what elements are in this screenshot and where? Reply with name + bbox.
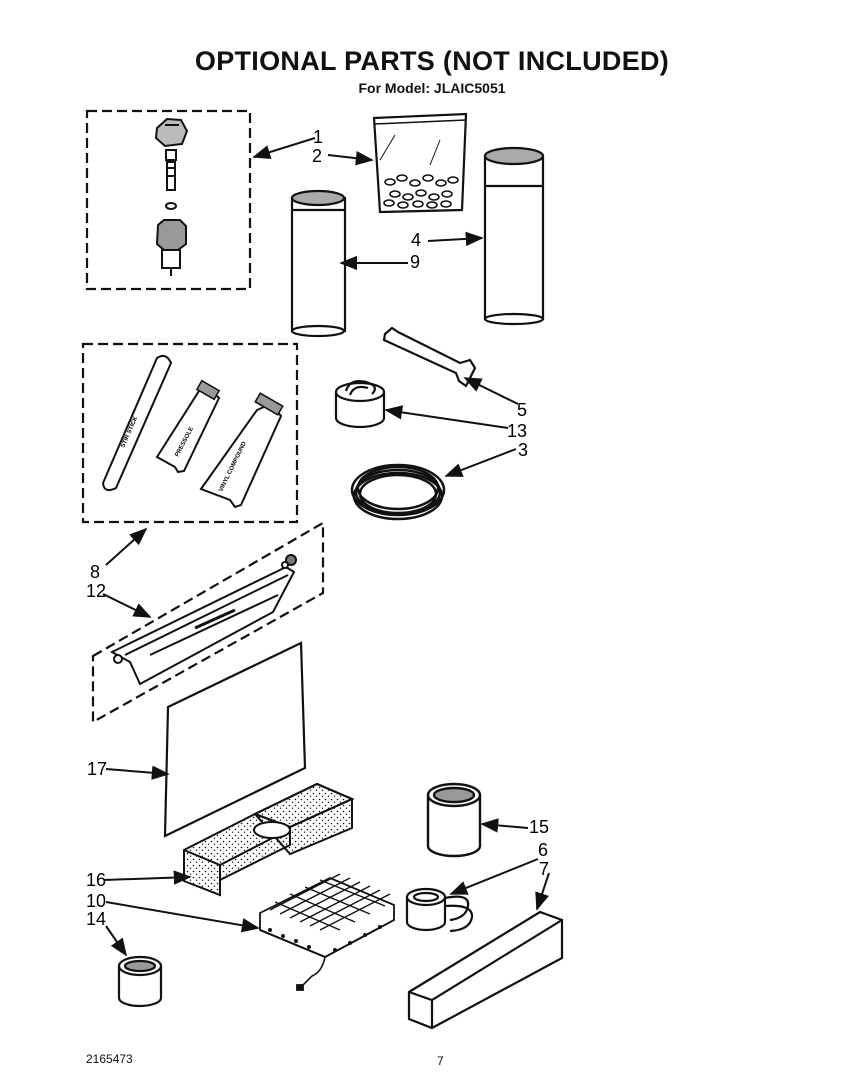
callout-4: 4 [411, 230, 421, 250]
callout-5: 5 [517, 400, 527, 420]
callout-14: 14 [86, 909, 106, 929]
panel-sheet-icon [163, 641, 307, 838]
paint-can-icon [426, 782, 482, 858]
callout-1: 1 [313, 127, 323, 147]
stir-stick-icon: STIR STICK [101, 354, 173, 492]
foam-block-icon [183, 782, 355, 897]
large-tube-icon: VINYL COMPOUND [199, 392, 284, 509]
spray-can-large-icon [483, 146, 545, 326]
callout-3: 3 [518, 440, 528, 460]
caulk-kit-group: STIR STICK PRESSOLE VINYL COMPOUND [81, 342, 299, 524]
foam-bar-icon [407, 910, 564, 1030]
mounting-bracket-icon [109, 554, 297, 686]
heater-grid-icon [259, 873, 395, 991]
page-title: OPTIONAL PARTS (NOT INCLUDED) [194, 46, 670, 76]
small-tube-icon: PRESSOLE [155, 379, 221, 474]
callout-17: 17 [87, 759, 107, 779]
callout-7: 7 [539, 859, 549, 879]
callout-15: 15 [529, 817, 549, 837]
grommet-bag-icon [372, 112, 468, 214]
callout-16: 16 [86, 870, 106, 890]
model-subtitle: For Model: JLAIC5051 [358, 80, 506, 96]
page-number: 7 [437, 1054, 444, 1068]
callout-2: 2 [312, 146, 322, 166]
valve-kit-group [85, 109, 252, 291]
tape-roll-icon [334, 379, 386, 429]
spray-can-small-icon [290, 189, 347, 338]
small-can-icon [117, 955, 163, 1008]
callout-9: 9 [410, 252, 420, 272]
valve-assembly-icon [154, 117, 189, 276]
sealant-tube-icon [382, 326, 477, 388]
callout-10: 10 [86, 891, 106, 911]
document-code: 2165473 [86, 1052, 133, 1066]
tape-strip-roll-icon [405, 887, 474, 933]
callout-8: 8 [90, 562, 100, 582]
callout-6: 6 [538, 840, 548, 860]
callout-12: 12 [86, 581, 106, 601]
callout-13: 13 [507, 421, 527, 441]
coiled-tubing-icon [350, 463, 446, 521]
bracket-panel-group [91, 521, 325, 724]
